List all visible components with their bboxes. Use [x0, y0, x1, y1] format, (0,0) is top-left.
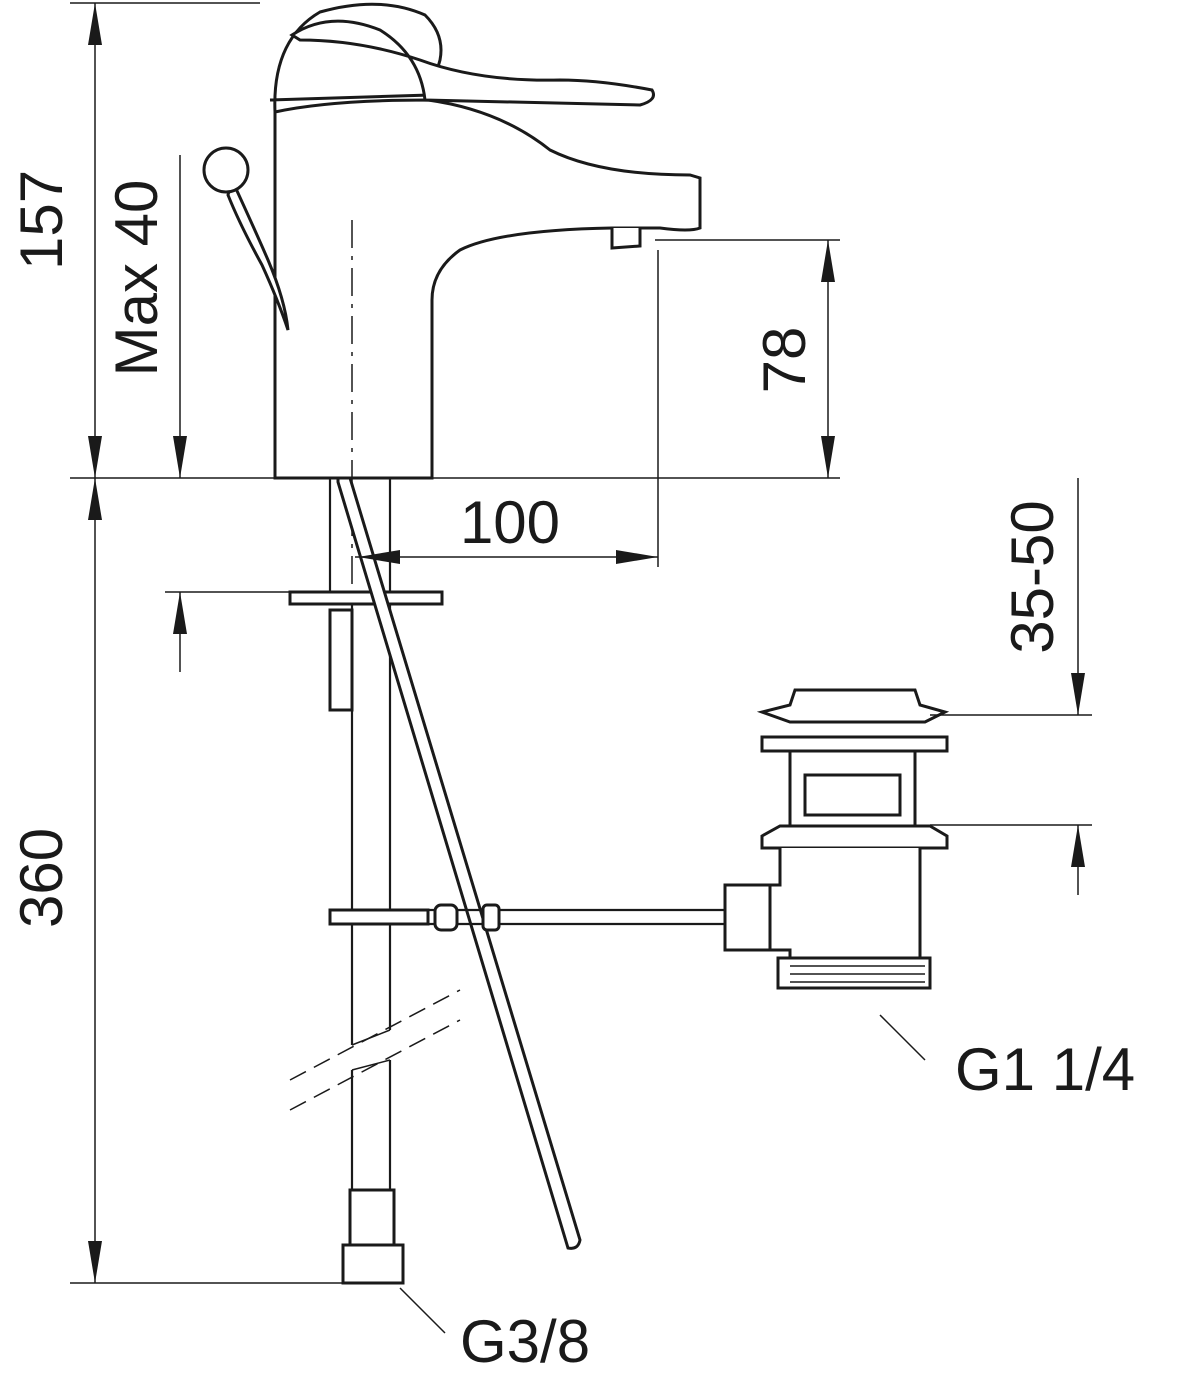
- popup-knob: [202, 146, 290, 331]
- lift-rod: [336, 476, 582, 1250]
- dim-100-label: 100: [460, 489, 560, 556]
- dim-360-label: 360: [8, 828, 75, 928]
- supply-thread-label: G3/8: [460, 1308, 590, 1375]
- dimension-lines: [70, 2, 1092, 1334]
- drain-linkage: [428, 883, 772, 952]
- dim-78-label: 78: [751, 327, 818, 394]
- drain-thread-label: G1 1/4: [955, 1036, 1135, 1103]
- dim-35-50-label: 35-50: [999, 500, 1066, 653]
- pop-up-drain: [756, 688, 950, 990]
- dim-157-label: 157: [8, 170, 75, 270]
- dim-max40-label: Max 40: [103, 180, 170, 377]
- mounting-shank: [288, 478, 461, 1285]
- faucet-body: [269, 2, 702, 480]
